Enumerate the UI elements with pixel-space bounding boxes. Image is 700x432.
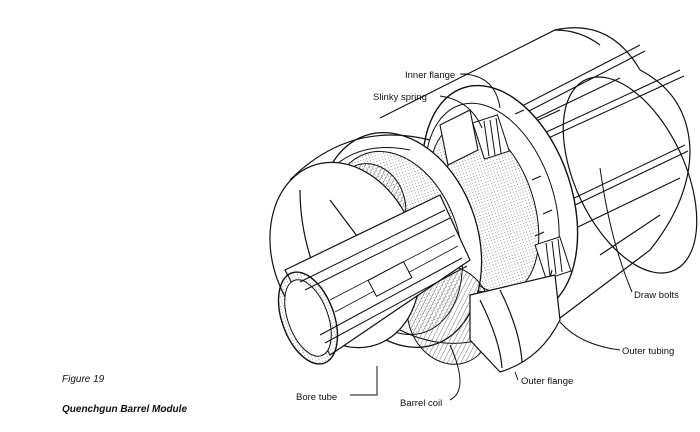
figure-number: Figure 19 [62,374,105,385]
label-inner-flange: Inner flange [405,70,455,81]
outer-tubing-shell [379,27,698,319]
label-outer-flange: Outer flange [521,376,573,387]
label-draw-bolts: Draw bolts [634,290,679,301]
label-bore-tube: Bore tube [296,392,337,403]
bore-tube [277,194,471,365]
figure-title: Quenchgun Barrel Module [62,404,188,415]
leader-lines [350,73,633,401]
slinky-spring [472,114,572,280]
label-outer-tubing: Outer tubing [622,346,674,357]
outer-flange-section [469,274,561,373]
label-barrel-coil: Barrel coil [400,398,442,409]
label-slinky-spring: Slinky spring [373,92,427,103]
